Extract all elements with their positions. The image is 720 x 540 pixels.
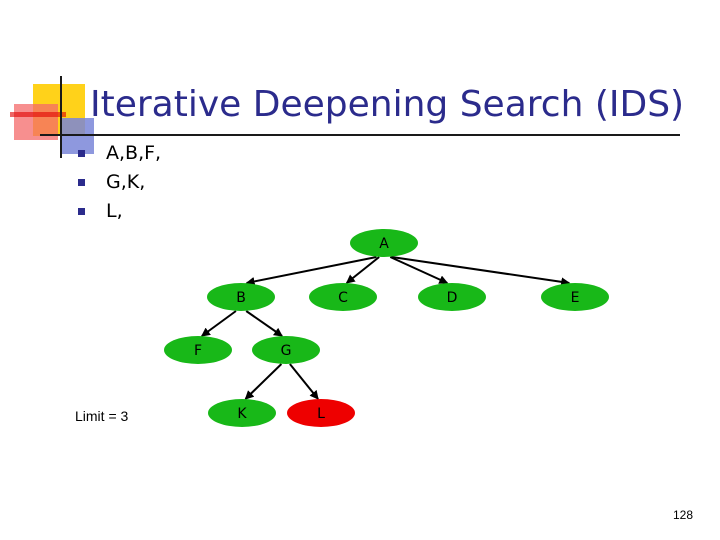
node-ellipse <box>287 399 355 427</box>
node-e: E <box>541 283 609 311</box>
node-ellipse <box>418 283 486 311</box>
edge-g-k <box>244 363 283 400</box>
node-ellipse <box>208 399 276 427</box>
node-g: G <box>252 336 320 364</box>
edge-b-f <box>200 310 237 337</box>
node-label: F <box>194 343 202 359</box>
logo-vertical-line <box>60 76 62 158</box>
node-label: C <box>338 290 348 306</box>
node-k: K <box>208 399 276 427</box>
title-rule <box>40 134 680 136</box>
slide-title: Iterative Deepening Search (IDS) <box>90 84 685 125</box>
bullet-text: L, <box>106 200 123 222</box>
depth-limit-label: Limit = 3 <box>75 408 129 424</box>
node-label: E <box>571 290 580 306</box>
edge-g-l <box>289 363 319 400</box>
node-label: D <box>447 290 458 306</box>
node-ellipse <box>309 283 377 311</box>
edge-a-e <box>391 256 571 287</box>
bullet-text: G,K, <box>106 171 146 193</box>
edge-a-b <box>245 256 377 286</box>
bullet-square-icon <box>78 179 85 186</box>
edge-a-d <box>389 256 449 284</box>
node-a: A <box>350 229 418 257</box>
node-label: K <box>237 406 247 422</box>
node-ellipse <box>350 229 418 257</box>
node-b: B <box>207 283 275 311</box>
node-ellipse <box>164 336 232 364</box>
page-number: 128 <box>673 508 694 522</box>
edge-a-c <box>345 256 380 284</box>
logo-red-accent <box>10 112 66 117</box>
node-ellipse <box>541 283 609 311</box>
node-label: A <box>379 236 389 252</box>
node-ellipse <box>207 283 275 311</box>
edge-b-g <box>245 310 283 337</box>
node-label: G <box>281 343 292 359</box>
bullet-square-icon <box>78 208 85 215</box>
bullet-square-icon <box>78 150 85 157</box>
node-ellipse <box>252 336 320 364</box>
node-c: C <box>309 283 377 311</box>
node-d: D <box>418 283 486 311</box>
node-l: L <box>287 399 355 427</box>
logo-blue-square <box>60 118 94 154</box>
node-label: B <box>236 290 246 306</box>
node-f: F <box>164 336 232 364</box>
node-label: L <box>317 406 325 422</box>
bullet-text: A,B,F, <box>106 142 162 164</box>
